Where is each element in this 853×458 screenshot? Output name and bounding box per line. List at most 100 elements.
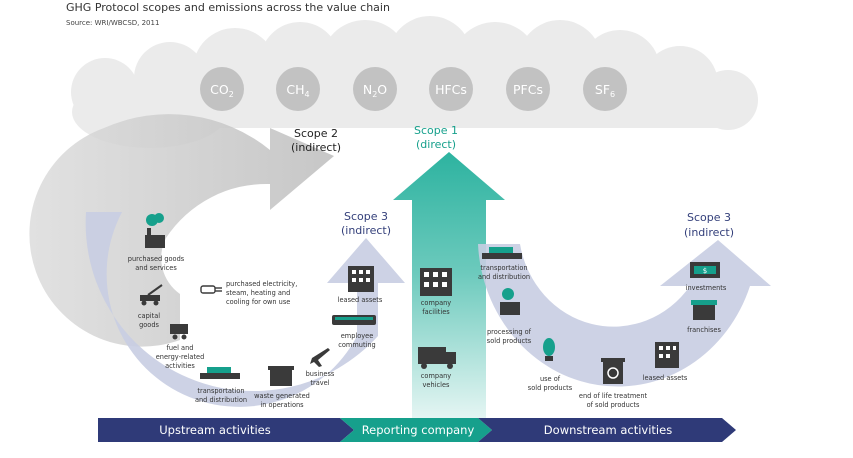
svg-text:and distribution: and distribution <box>478 273 530 281</box>
svg-text:and distribution: and distribution <box>195 396 247 404</box>
svg-text:leased assets: leased assets <box>338 296 383 304</box>
svg-text:activities: activities <box>165 362 195 370</box>
svg-text:franchises: franchises <box>687 326 721 334</box>
svg-text:purchased goods: purchased goods <box>128 255 185 263</box>
svg-text:transportation: transportation <box>197 387 244 395</box>
money-stack-icon: $ <box>690 262 720 278</box>
svg-text:cooling for own use: cooling for own use <box>226 298 290 306</box>
svg-text:Scope 2: Scope 2 <box>294 127 338 140</box>
svg-text:Scope 1: Scope 1 <box>414 124 458 137</box>
svg-text:energy-related: energy-related <box>156 353 205 361</box>
storefront-icon <box>691 300 717 320</box>
label-company-vehicles: company vehicles <box>421 372 451 389</box>
upstream-label: Upstream activities <box>159 423 271 437</box>
scope1-title: Scope 1 (direct) <box>414 124 458 151</box>
company-building-icon <box>420 268 452 296</box>
downstream-band <box>478 418 736 442</box>
svg-text:waste generated: waste generated <box>254 392 310 400</box>
label-electricity: purchased electricity, steam, heating an… <box>226 280 297 306</box>
svg-text:$: $ <box>703 267 707 275</box>
source-note: Source: WRI/WBCSD, 2011 <box>66 19 160 27</box>
reporting-label: Reporting company <box>362 423 475 437</box>
label-fuel-energy: fuel and energy-related activities <box>156 344 205 370</box>
label-investments: investments <box>686 284 727 292</box>
upstream-band <box>98 418 354 442</box>
label-processing: processing of sold products <box>487 328 532 345</box>
plug-icon <box>200 285 222 294</box>
svg-text:end of life treatment: end of life treatment <box>579 392 648 400</box>
svg-text:capital: capital <box>138 312 160 320</box>
svg-text:employee: employee <box>341 332 374 340</box>
svg-text:Scope 3: Scope 3 <box>687 211 731 224</box>
svg-text:Scope 3: Scope 3 <box>344 210 388 223</box>
svg-text:transportation: transportation <box>480 264 527 272</box>
svg-text:and services: and services <box>135 264 177 272</box>
value-chain-band: Upstream activities Reporting company Do… <box>98 418 736 442</box>
svg-text:HFCs: HFCs <box>435 82 467 97</box>
truck-icon <box>418 347 456 369</box>
svg-text:sold products: sold products <box>528 384 573 392</box>
label-purchased-goods: purchased goods and services <box>128 255 185 272</box>
label-leased-upstream: leased assets <box>338 296 383 304</box>
scope3-upstream-title: Scope 3 (indirect) <box>341 210 391 237</box>
svg-text:company: company <box>421 372 451 380</box>
train-icon <box>332 315 376 325</box>
downstream-label: Downstream activities <box>544 423 672 437</box>
svg-text:in operations: in operations <box>260 401 304 409</box>
label-use-sold-products: use of sold products <box>528 375 573 392</box>
svg-text:(indirect): (indirect) <box>341 224 391 237</box>
svg-text:of sold products: of sold products <box>587 401 640 409</box>
svg-text:(indirect): (indirect) <box>684 226 734 239</box>
hfcs-gas: HFCs <box>429 67 473 111</box>
label-waste: waste generated in operations <box>254 392 310 409</box>
label-company-facilities: company facilities <box>421 299 451 316</box>
mine-cart-icon <box>170 324 188 340</box>
svg-text:vehicles: vehicles <box>423 381 450 389</box>
svg-text:processing of: processing of <box>487 328 532 336</box>
scope3-downstream-title: Scope 3 (indirect) <box>684 211 734 239</box>
gas-circles: CO2 CH4 N2O HFCs PFCs SF6 <box>200 67 627 111</box>
crane-truck-icon <box>140 284 163 306</box>
scope3-downstream-arrow <box>478 240 771 387</box>
svg-text:N2O: N2O <box>363 82 387 99</box>
svg-text:investments: investments <box>686 284 727 292</box>
svg-text:CH4: CH4 <box>286 82 309 99</box>
svg-text:(indirect): (indirect) <box>291 141 341 154</box>
label-commuting: employee commuting <box>338 332 375 349</box>
svg-text:business: business <box>306 370 335 378</box>
factory-icon <box>145 213 165 248</box>
n2o-gas: N2O <box>353 67 397 111</box>
svg-text:PFCs: PFCs <box>513 82 543 97</box>
svg-text:leased assets: leased assets <box>643 374 688 382</box>
lightbulb-icon <box>543 338 555 361</box>
pfcs-gas: PFCs <box>506 67 550 111</box>
label-franchises: franchises <box>687 326 721 334</box>
recycling-bin-icon <box>601 358 625 384</box>
scope2-title: Scope 2 (indirect) <box>291 127 341 154</box>
svg-text:travel: travel <box>310 379 329 387</box>
building-icon-upstream <box>348 266 374 292</box>
svg-text:company: company <box>421 299 451 307</box>
diagram-title: GHG Protocol scopes and emissions across… <box>66 1 390 14</box>
scope2-arrow <box>29 114 335 347</box>
svg-text:CO2: CO2 <box>210 82 234 99</box>
svg-text:(direct): (direct) <box>416 138 456 151</box>
airplane-icon <box>310 348 330 367</box>
svg-text:facilities: facilities <box>422 308 450 316</box>
svg-text:sold products: sold products <box>487 337 532 345</box>
ship-icon-downstream <box>482 247 522 259</box>
co2-gas: CO2 <box>200 67 244 111</box>
svg-text:purchased electricity,: purchased electricity, <box>226 280 297 288</box>
factory-icon-downstream <box>500 288 520 315</box>
svg-text:commuting: commuting <box>338 341 375 349</box>
label-capital-goods: capital goods <box>138 312 160 329</box>
ship-icon-upstream <box>200 367 240 379</box>
building-icon-downstream <box>655 342 679 368</box>
svg-text:use of: use of <box>540 375 561 383</box>
label-business-travel: business travel <box>306 370 335 387</box>
label-end-of-life: end of life treatment of sold products <box>579 392 648 409</box>
dumpster-icon <box>268 366 294 386</box>
reporting-band <box>340 418 492 442</box>
